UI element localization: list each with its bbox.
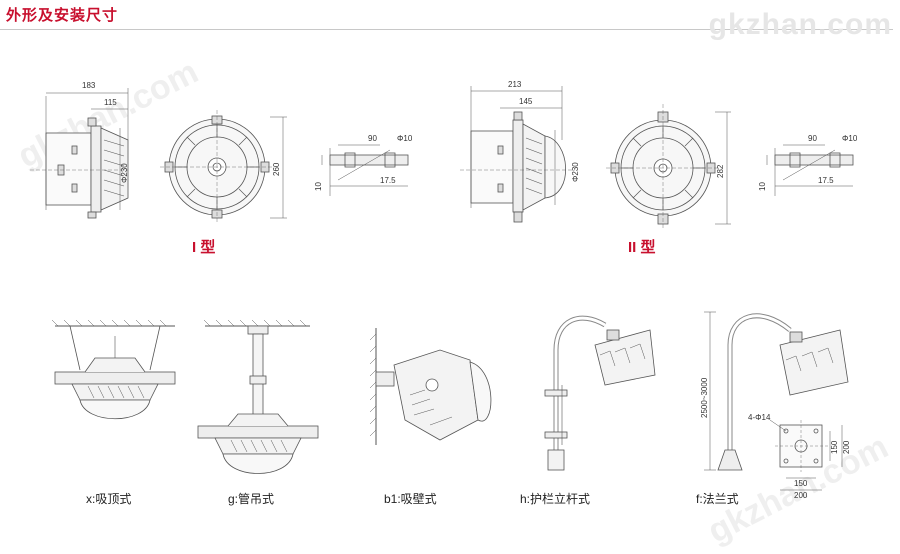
- type2-front-view: [606, 104, 731, 230]
- dim-t1-bracket-offset: 17.5: [380, 176, 396, 185]
- caption-wall: b1:吸壁式: [384, 492, 437, 506]
- type2-label: II 型: [628, 239, 656, 256]
- dim-t1-inner: 115: [104, 98, 117, 107]
- dim-t2-dia: Φ230: [571, 162, 580, 182]
- caption-pole-rail: h:护栏立杆式: [520, 492, 591, 506]
- dim-t2-bracket-offset: 17.5: [818, 176, 834, 185]
- dim-t2-overall: 213: [508, 80, 522, 89]
- dim-flange-holes: 4-Φ14: [748, 413, 771, 422]
- dim-flange-inner-h: 150: [830, 440, 839, 454]
- title-divider: [0, 29, 893, 30]
- caption-pendant: g:管吊式: [228, 492, 275, 506]
- type2-bracket: [766, 144, 854, 196]
- type1-bracket: [321, 144, 409, 196]
- dim-flange-inner-w: 150: [794, 479, 808, 488]
- dim-t2-height: 282: [716, 164, 725, 178]
- mount-pole-rail: [544, 315, 656, 471]
- dim-flange-outer-w: 200: [794, 491, 808, 500]
- dim-flange-outer-h: 200: [842, 440, 851, 454]
- dim-t1-bracket-length: 90: [368, 134, 377, 143]
- dim-t2-bracket-length: 90: [808, 134, 817, 143]
- mount-pendant: [197, 319, 319, 474]
- dim-pole-height: 2500~3000: [700, 377, 709, 418]
- type1-side-view: [30, 88, 129, 219]
- dim-t1-height: 260: [272, 162, 281, 176]
- dim-t1-overall: 183: [82, 81, 96, 90]
- type1-front-view: [160, 110, 287, 224]
- watermark: gkzhan.com: [708, 8, 892, 41]
- mount-wall: [369, 328, 492, 445]
- dim-t2-bracket-hole: Φ10: [842, 134, 858, 143]
- dim-t1-bracket-thick: 10: [314, 182, 323, 191]
- type2-side-view: [460, 86, 575, 223]
- dim-t2-inner: 145: [519, 97, 533, 106]
- type1-label: I 型: [192, 239, 216, 256]
- dim-t2-bracket-thick: 10: [758, 182, 767, 191]
- mount-flange: [704, 311, 849, 491]
- mount-ceiling: [51, 319, 176, 419]
- caption-flange: f:法兰式: [696, 492, 739, 506]
- page-title: 外形及安装尺寸: [6, 7, 119, 24]
- dim-t1-dia: Φ230: [120, 163, 129, 183]
- caption-ceiling: x:吸顶式: [86, 492, 132, 506]
- dim-t1-bracket-hole: Φ10: [397, 134, 413, 143]
